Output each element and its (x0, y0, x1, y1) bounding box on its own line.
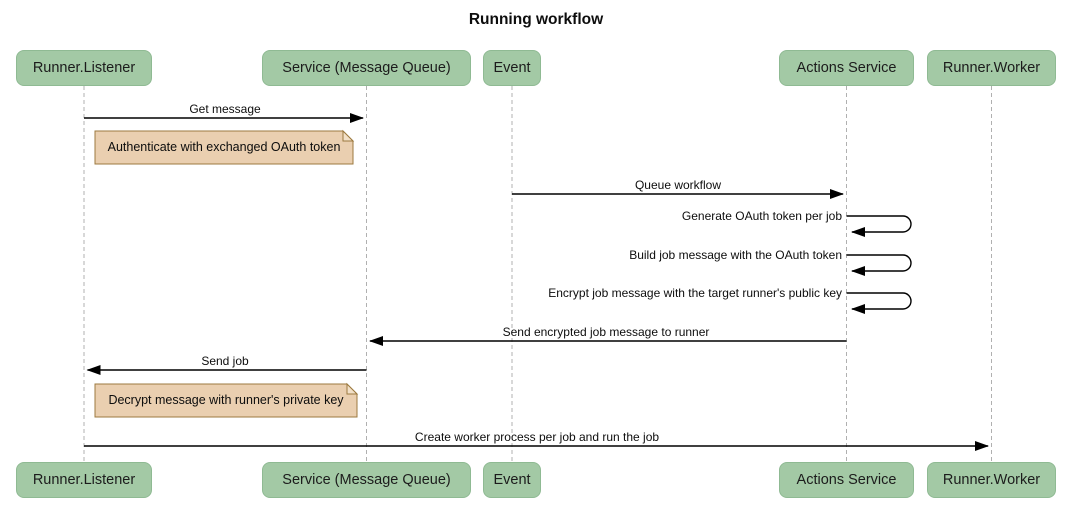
actor-label: Service (Message Queue) (282, 472, 451, 488)
self-arrow-encrypt-job-message (846, 292, 912, 314)
actor-label: Runner.Worker (942, 472, 1041, 488)
actor-actions-service-bottom: Actions Service (779, 462, 914, 498)
note-label-decrypt: Decrypt message with runner's private ke… (108, 393, 344, 407)
note-decrypt-shape (94, 383, 358, 418)
actor-service-mq-top: Service (Message Queue) (262, 50, 471, 86)
actor-label: Event (493, 472, 531, 488)
note-authenticate-shape (94, 130, 354, 165)
actor-label: Event (493, 60, 531, 76)
actor-runner-worker-top: Runner.Worker (927, 50, 1056, 86)
self-arrow-build-job-message (846, 254, 912, 276)
note-decrypt-fold-icon (346, 382, 359, 395)
message-label-send-job: Send job (201, 354, 249, 368)
message-label-generate-oauth-token: Generate OAuth token per job (681, 209, 842, 223)
actor-runner-worker-bottom: Runner.Worker (927, 462, 1056, 498)
diagram-title: Running workflow (468, 11, 604, 28)
actor-event-top: Event (483, 50, 541, 86)
actor-label: Actions Service (796, 60, 897, 76)
actor-label: Runner.Listener (32, 60, 136, 76)
message-label-get-message: Get message (189, 102, 261, 116)
actor-actions-service-top: Actions Service (779, 50, 914, 86)
message-label-queue-workflow: Queue workflow (634, 178, 722, 192)
actor-label: Runner.Worker (942, 60, 1041, 76)
self-arrow-generate-oauth-token (846, 215, 912, 237)
actor-label: Actions Service (796, 472, 897, 488)
actor-label: Service (Message Queue) (282, 60, 451, 76)
note-label-authenticate: Authenticate with exchanged OAuth token (107, 140, 341, 154)
message-label-create-worker: Create worker process per job and run th… (414, 430, 660, 444)
note-authenticate-fold-icon (342, 129, 355, 142)
actor-runner-listener-bottom: Runner.Listener (16, 462, 152, 498)
actor-runner-listener-top: Runner.Listener (16, 50, 152, 86)
message-label-encrypt-job-message: Encrypt job message with the target runn… (548, 286, 842, 300)
actor-service-mq-bottom: Service (Message Queue) (262, 462, 471, 498)
actor-event-bottom: Event (483, 462, 541, 498)
message-label-send-encrypted-job: Send encrypted job message to runner (502, 325, 710, 339)
message-label-build-job-message: Build job message with the OAuth token (629, 248, 842, 262)
actor-label: Runner.Listener (32, 472, 136, 488)
